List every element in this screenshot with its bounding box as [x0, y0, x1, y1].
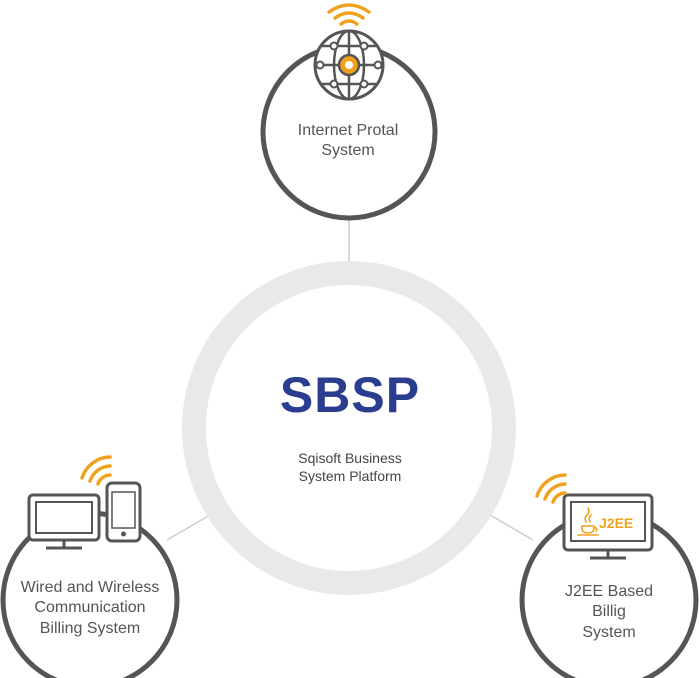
wifi-signal-icon-left	[80, 455, 112, 486]
node-label-left-line: Communication	[34, 599, 146, 617]
globe-icon	[313, 29, 385, 101]
center-subtitle-line: System Platform	[298, 467, 402, 484]
j2ee-monitor-icon	[562, 493, 654, 560]
node-label-left-line: Billing System	[39, 619, 141, 637]
j2ee-logo-text: J2EE	[599, 515, 633, 531]
node-label-top: Internet Protal System	[258, 121, 438, 161]
wifi-signal-icon-right	[535, 473, 567, 504]
center-title: SBSP	[279, 367, 421, 423]
node-label-left-line: Wired and Wireless	[20, 579, 160, 596]
node-label-left: Wired and Wireless Communication Billing…	[0, 578, 180, 639]
center-subtitle: Sqisoft Business System Platform	[250, 450, 450, 485]
center-ring	[182, 261, 516, 595]
node-label-right-line: System	[582, 623, 636, 641]
node-label-right: J2EE Based Billig System	[519, 582, 699, 643]
connector-left	[166, 514, 211, 541]
node-label-right-line: J2EE Based	[564, 583, 654, 600]
center-subtitle-line: Sqisoft Business	[298, 450, 402, 466]
java-cup-icon	[577, 507, 599, 536]
monitor-phone-icon	[27, 481, 142, 550]
node-label-top-line: Internet Protal	[297, 122, 399, 139]
node-label-right-line: Billig	[592, 603, 626, 621]
node-label-top-line: System	[321, 142, 375, 159]
wifi-signal-icon-top	[327, 3, 371, 26]
connector-right	[489, 514, 534, 541]
